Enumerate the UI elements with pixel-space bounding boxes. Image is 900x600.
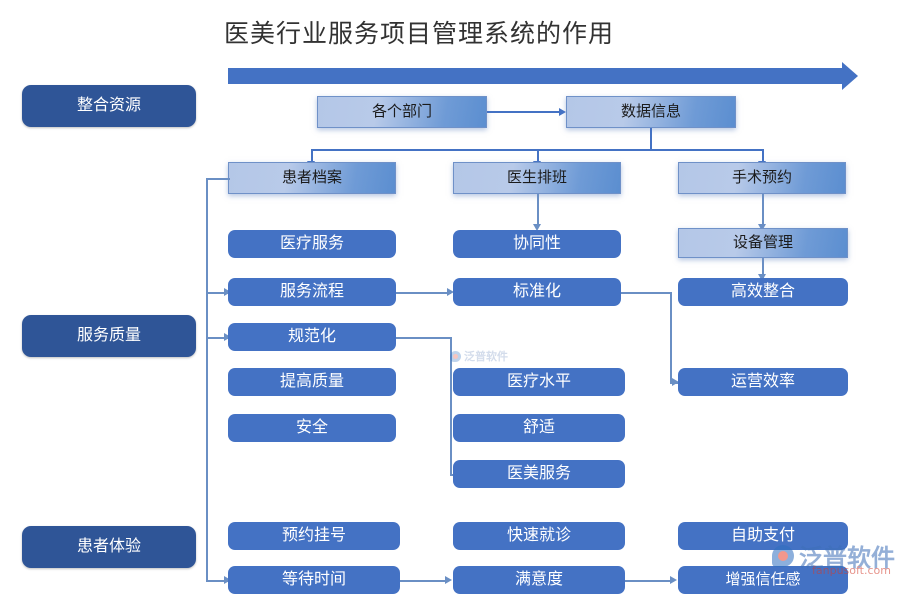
node-collaboration[interactable]: 协同性 — [453, 230, 621, 258]
node-equipment-management[interactable]: 设备管理 — [678, 228, 848, 258]
connector-standardized-down — [450, 337, 452, 474]
node-patient-records-label: 患者档案 — [281, 168, 342, 186]
connector-waiting-to-satisfaction — [400, 580, 448, 582]
node-standardization[interactable]: 标准化 — [453, 278, 621, 306]
node-service-process-label: 服务流程 — [279, 283, 344, 301]
arrowhead-equipment — [757, 224, 766, 231]
page-title: 医美行业服务项目管理系统的作用 — [224, 19, 615, 48]
header-banner-arrow — [228, 62, 860, 90]
node-medical-service-label: 医疗服务 — [279, 235, 344, 253]
node-waiting-time[interactable]: 等待时间 — [228, 566, 400, 594]
arrowhead-waiting-time — [224, 576, 231, 584]
node-aesthetic-service-label: 医美服务 — [506, 465, 571, 483]
node-standardized-label: 规范化 — [287, 328, 336, 346]
node-data-info[interactable]: 数据信息 — [566, 96, 736, 128]
connector-bus-right-drop — [762, 149, 764, 163]
node-collaboration-label: 协同性 — [512, 235, 561, 253]
node-appointment-registration[interactable]: 预约挂号 — [228, 522, 400, 550]
connector-spine-to-standardized — [206, 337, 228, 339]
connector-departments-to-data — [487, 111, 559, 113]
node-doctor-scheduling[interactable]: 医生排班 — [453, 162, 621, 194]
node-doctor-scheduling-label: 医生排班 — [506, 168, 567, 186]
brand-logo-icon — [450, 350, 461, 362]
watermark-small: 泛普软件 — [450, 348, 508, 364]
connector-standardization-right — [621, 292, 671, 294]
node-efficient-integration-label: 高效整合 — [730, 283, 795, 301]
connector-left-spine — [206, 178, 208, 580]
arrowhead-enhance-trust — [670, 576, 677, 584]
arrowhead-standardized — [224, 333, 231, 341]
connector-satisfaction-to-trust — [625, 580, 673, 582]
node-improve-quality[interactable]: 提高质量 — [228, 368, 396, 396]
connector-data-down — [650, 128, 652, 150]
arrowhead-collaboration — [532, 224, 541, 231]
node-appointment-registration-label: 预约挂号 — [281, 527, 346, 545]
connector-spine-to-waiting-time — [206, 580, 228, 582]
node-enhance-trust-label: 增强信任感 — [725, 570, 801, 588]
node-standardized[interactable]: 规范化 — [228, 323, 396, 351]
banner-arrowhead — [842, 62, 858, 90]
category-service-quality[interactable]: 服务质量 — [22, 315, 196, 357]
connector-spine-to-service-process — [206, 292, 228, 294]
arrowhead-standardization — [447, 288, 454, 296]
node-data-info-label: 数据信息 — [620, 102, 681, 120]
node-medical-level-label: 医疗水平 — [506, 373, 571, 391]
node-enhance-trust[interactable]: 增强信任感 — [678, 566, 848, 594]
connector-bus-left-drop — [311, 149, 313, 163]
node-operational-efficiency-label: 运营效率 — [730, 373, 795, 391]
node-self-payment[interactable]: 自助支付 — [678, 522, 848, 550]
node-improve-quality-label: 提高质量 — [279, 373, 344, 391]
arrowhead-service-process — [224, 288, 231, 296]
node-safety[interactable]: 安全 — [228, 414, 396, 442]
node-fast-consultation[interactable]: 快速就诊 — [453, 522, 625, 550]
watermark-brand-small: 泛普软件 — [464, 350, 508, 363]
node-service-process[interactable]: 服务流程 — [228, 278, 396, 306]
category-integration[interactable]: 整合资源 — [22, 85, 196, 127]
arrowhead-operational-efficiency — [672, 378, 679, 386]
node-satisfaction[interactable]: 满意度 — [453, 566, 625, 594]
node-comfort-label: 舒适 — [522, 419, 555, 437]
connector-process-to-standardization — [396, 292, 451, 294]
node-operational-efficiency[interactable]: 运营效率 — [678, 368, 848, 396]
node-medical-level[interactable]: 医疗水平 — [453, 368, 625, 396]
node-aesthetic-service[interactable]: 医美服务 — [453, 460, 625, 488]
arrowhead-departments-to-data — [559, 107, 566, 116]
category-patient-experience[interactable]: 患者体验 — [22, 526, 196, 568]
arrowhead-efficient-integration — [757, 274, 766, 281]
node-self-payment-label: 自助支付 — [730, 527, 795, 545]
connector-records-to-spine — [206, 178, 230, 180]
node-efficient-integration[interactable]: 高效整合 — [678, 278, 848, 306]
node-departments-label: 各个部门 — [371, 102, 432, 120]
connector-bus-mid-drop — [537, 149, 539, 163]
node-equipment-management-label: 设备管理 — [732, 233, 793, 251]
node-safety-label: 安全 — [295, 419, 328, 437]
node-fast-consultation-label: 快速就诊 — [506, 527, 571, 545]
node-satisfaction-label: 满意度 — [514, 571, 563, 589]
node-patient-records[interactable]: 患者档案 — [228, 162, 396, 194]
connector-standardized-right — [396, 337, 451, 339]
banner-bar — [228, 68, 844, 84]
node-standardization-label: 标准化 — [512, 283, 561, 301]
connector-equipment-to-integration — [762, 258, 764, 278]
node-medical-service[interactable]: 医疗服务 — [228, 230, 396, 258]
arrowhead-satisfaction — [445, 576, 452, 584]
node-waiting-time-label: 等待时间 — [281, 571, 346, 589]
category-service-quality-label: 服务质量 — [76, 327, 141, 345]
category-integration-label: 整合资源 — [76, 97, 141, 115]
node-departments[interactable]: 各个部门 — [317, 96, 487, 128]
connector-booking-to-equipment — [762, 194, 764, 226]
node-comfort[interactable]: 舒适 — [453, 414, 625, 442]
node-surgery-booking[interactable]: 手术预约 — [678, 162, 846, 194]
category-patient-experience-label: 患者体验 — [76, 538, 141, 556]
node-surgery-booking-label: 手术预约 — [731, 168, 792, 186]
connector-scheduling-to-collaboration — [537, 194, 539, 226]
connector-standardization-down — [670, 292, 672, 382]
